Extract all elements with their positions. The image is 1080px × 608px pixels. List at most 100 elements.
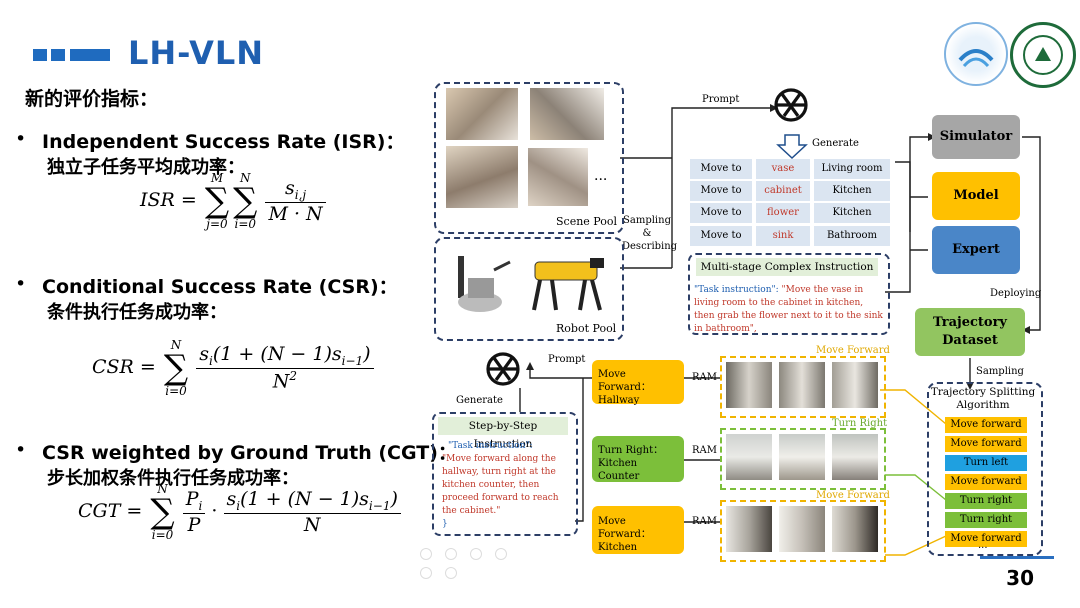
expert-box: Expert: [932, 226, 1020, 274]
prompt-top-label: Prompt: [702, 94, 740, 105]
table-r3-c3: Kitchen: [814, 203, 890, 223]
metric-csr-name: Conditional Success Rate (CSR)：: [42, 276, 398, 298]
row-2-tag: Turn Right: [832, 418, 888, 429]
row-1-label: Move Forward：Hallway: [592, 360, 684, 406]
bullet-1: •: [15, 128, 27, 150]
row-1-tag: Move Forward: [816, 345, 890, 356]
deploying-label: Deploying: [990, 288, 1042, 299]
scene-ellipsis: ...: [594, 168, 608, 184]
university-seal-icon: [1010, 22, 1076, 88]
row-1-frame-a: [726, 362, 772, 408]
row-3-frame-b: [779, 506, 825, 552]
cgt-lhs: CGT =: [78, 500, 143, 522]
openai-logo-icon-top: [774, 88, 808, 122]
step-4: Move forward: [945, 474, 1027, 490]
scene-thumb-2: [530, 88, 604, 140]
step-1: Move forward: [945, 417, 1027, 433]
sampling-describing-label: Sampling & Describing: [622, 215, 678, 252]
step-7: Move forward: [945, 531, 1027, 547]
table-r3-c2: flower: [756, 203, 810, 223]
csr-lhs: CSR =: [92, 356, 156, 378]
header-bar-1: [33, 49, 47, 61]
metric-cgt-name: CSR weighted by Ground Truth (CGT)：: [42, 442, 457, 464]
row-2-frame-b: [779, 434, 825, 480]
multi-stage-text: "Task instruction": "Move the vase in li…: [694, 285, 883, 334]
formula-csr: CSR = N∑i=0 si(1 + (N − 1)si−1)N2: [92, 339, 374, 397]
row-3-frame-c: [832, 506, 878, 552]
row-1-frames: [720, 356, 886, 418]
metric-csr-cn: 条件执行任务成功率：: [47, 302, 227, 323]
simulator-box: Simulator: [932, 115, 1020, 159]
row-2-frame-a: [726, 434, 772, 480]
row-3-ram: RAM: [692, 516, 717, 527]
step-6: Turn right: [945, 512, 1027, 528]
slide-title: LH-VLN: [128, 34, 265, 72]
multi-stage-title: Multi-stage Complex Instruction: [696, 258, 878, 276]
bullet-2: •: [15, 273, 27, 295]
robot-pool-label: Robot Pool: [556, 322, 617, 335]
scene-thumb-3: [446, 146, 518, 208]
table-r2-c1: Move to: [690, 181, 752, 201]
step-by-step-box: [432, 412, 578, 536]
prompt-bottom-label: Prompt: [548, 354, 586, 365]
step-by-step-title: Step-by-Step Instruction: [438, 417, 568, 450]
table-r1-c1: Move to: [690, 159, 752, 179]
trajectory-dataset-box: Trajectory Dataset: [915, 308, 1025, 356]
viewer-toolbar[interactable]: [420, 545, 540, 579]
table-r4-c3: Bathroom: [814, 226, 890, 246]
scene-pool-label: Scene Pool: [556, 215, 618, 228]
table-r4-c2: sink: [756, 226, 810, 246]
row-3-frame-a: [726, 506, 772, 552]
row-2-ram: RAM: [692, 445, 717, 456]
generate-bottom-label: Generate: [456, 395, 503, 406]
metric-cgt-cn: 步长加权条件执行任务成功率：: [47, 468, 299, 489]
table-r1-c3: Living room: [814, 159, 890, 179]
table-r2-c2: cabinet: [756, 181, 810, 201]
header-bar-2: [51, 49, 65, 61]
step-by-step-text: "Task instruction": "Move forward along …: [442, 441, 559, 529]
page-number: 30: [1006, 566, 1034, 590]
row-1-frame-c: [832, 362, 878, 408]
step-2: Move forward: [945, 436, 1027, 452]
scene-thumb-1: [446, 88, 518, 140]
scene-pool-box: [434, 82, 624, 234]
cgt-sum: N∑i=0: [150, 482, 175, 542]
row-1-ram: RAM: [692, 372, 717, 383]
isr-sum-1: M∑j=0: [204, 171, 230, 231]
isr-sum-2: N∑i=0: [233, 171, 258, 231]
row-3-label: Move Forward：Kitchen: [592, 506, 684, 554]
row-2-label: Turn Right：Kitchen Counter: [592, 436, 684, 482]
csr-fraction: si(1 + (N − 1)si−1)N2: [196, 343, 374, 393]
csr-sum: N∑i=0: [163, 338, 189, 398]
step-5: Turn right: [945, 493, 1027, 509]
multi-stage-box: [688, 253, 890, 335]
row-2-frames: [720, 428, 886, 490]
step-3: Turn left: [945, 455, 1027, 471]
page-number-rule: [980, 556, 1054, 559]
robot-images: [458, 256, 604, 312]
metric-isr-name: Independent Success Rate (ISR)：: [42, 131, 405, 153]
metric-isr-cn: 独立子任务平均成功率：: [47, 157, 245, 178]
steps-ellipsis: ...: [978, 540, 988, 551]
row-3-frames: [720, 500, 886, 562]
scene-thumb-4: [528, 148, 588, 206]
sampling-label: Sampling: [976, 366, 1024, 377]
row-1-frame-b: [779, 362, 825, 408]
openai-logo-icon-bottom: [486, 352, 520, 386]
header-bar-3: [70, 49, 110, 61]
isr-lhs: ISR =: [140, 189, 197, 211]
table-r3-c1: Move to: [690, 203, 752, 223]
bullet-3: •: [15, 439, 27, 461]
table-r2-c3: Kitchen: [814, 181, 890, 201]
row-2-frame-c: [832, 434, 878, 480]
slide-subtitle: 新的评价指标：: [25, 88, 159, 110]
robot-pool-box: [434, 237, 624, 341]
table-r4-c1: Move to: [690, 226, 752, 246]
cgt-fraction: si(1 + (N − 1)si−1)N: [223, 488, 401, 536]
lab-logo-icon: [944, 22, 1008, 86]
generate-top-label: Generate: [812, 138, 859, 149]
